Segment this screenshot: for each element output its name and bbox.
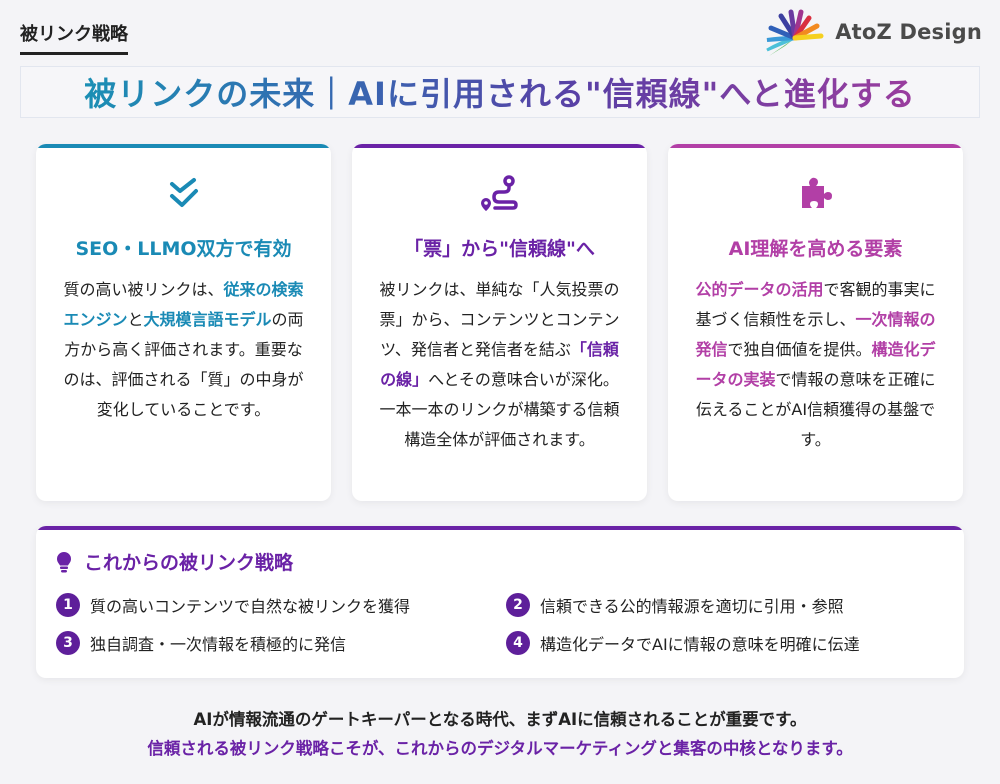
footer-line-1: AIが情報流通のゲートキーパーとなる時代、まずAIに信頼されることが重要です。 (193, 710, 807, 729)
body-text: 被リンクは、単純な「人気投票の票」から、コンテンツとコンテンツ、発信者と発信者を… (379, 280, 620, 359)
number-badge: 4 (506, 631, 530, 655)
card-title: SEO・LLMO双方で有効 (75, 238, 292, 260)
strategy-item-text: 独自調査・一次情報を積極的に発信 (90, 635, 347, 654)
strategy-item-text: 質の高いコンテンツで自然な被リンクを獲得 (90, 597, 411, 616)
card-ai-understanding: AI理解を高める要素 公的データの活用で客観的事実に基づく信頼性を示し、一次情報… (668, 144, 963, 501)
number-badge: 3 (56, 631, 80, 655)
body-text: で独自価値を提供。 (727, 340, 872, 359)
highlight-text: 「信頼の線」 (380, 340, 619, 389)
lightbulb-icon (57, 551, 71, 572)
highlight-text: 大規模言語モデル (143, 310, 272, 329)
card-body: 公的データの活用で客観的事実に基づく信頼性を示し、一次情報の発信で独自価値を提供… (691, 275, 941, 455)
strategy-item-text: 信頼できる公的情報源を適切に引用・参照 (540, 597, 844, 616)
strategy-item-text: 構造化データでAIに情報の意味を明確に伝達 (540, 635, 860, 654)
card-seo-llmo: SEO・LLMO双方で有効 質の高い被リンクは、従来の検索エンジンと大規模言語モ… (36, 144, 331, 501)
title-banner: 被リンクの未来｜AIに引用される"信頼線"へと進化する (20, 66, 980, 118)
highlight-text: 構造化データの実装 (695, 340, 936, 389)
puzzle-piece-icon (796, 174, 836, 214)
number-badge: 2 (506, 593, 530, 617)
logo-text: AtoZ Design (835, 20, 982, 44)
strategy-title: これからの被リンク戦略 (84, 552, 294, 574)
highlight-text: 公的データの活用 (695, 280, 824, 299)
body-text: の両方から高く評価されます。重要なのは、評価される「質」の中身が変化していること… (63, 310, 304, 419)
body-text: と (127, 310, 144, 329)
highlight-text: 従来の検索エンジン (63, 280, 304, 329)
brand-logo: AtoZ Design (765, 8, 982, 56)
strategy-item: 2 信頼できる公的情報源を適切に引用・参照 (506, 592, 946, 618)
footer-message: AIが情報流通のゲートキーパーとなる時代、まずAIに信頼されることが重要です。 … (0, 706, 1000, 764)
body-text: で客観的事実に基づく信頼性を示し、 (695, 280, 936, 329)
footer-line-2: 信頼される被リンク戦略こそが、これからのデジタルマーケティングと集客の中核となり… (147, 739, 853, 758)
card-body: 被リンクは、単純な「人気投票の票」から、コンテンツとコンテンツ、発信者と発信者を… (375, 275, 625, 455)
strategy-list: 1 質の高いコンテンツで自然な被リンクを獲得 2 信頼できる公的情報源を適切に引… (56, 592, 946, 656)
body-text: へとその意味合いが深化。一本一本のリンクが構築する信頼構造全体が評価されます。 (379, 370, 620, 449)
card-body: 質の高い被リンクは、従来の検索エンジンと大規模言語モデルの両方から高く評価されま… (59, 275, 309, 425)
category-label: 被リンク戦略 (20, 20, 128, 55)
card-title: 「票」から"信頼線"へ (404, 238, 595, 260)
strategy-item: 3 独自調査・一次情報を積極的に発信 (56, 630, 506, 656)
feature-cards: SEO・LLMO双方で有効 質の高い被リンクは、従来の検索エンジンと大規模言語モ… (36, 144, 964, 501)
route-icon (480, 174, 520, 214)
page-title: 被リンクの未来｜AIに引用される"信頼線"へと進化する (84, 69, 915, 115)
body-text: 質の高い被リンクは、 (63, 280, 224, 299)
double-check-icon (164, 174, 204, 214)
number-badge: 1 (56, 593, 80, 617)
fan-logo-icon (766, 9, 824, 56)
body-text: で情報の意味を正確に伝えることがAI信頼獲得の基盤です。 (695, 370, 936, 449)
highlight-text: 一次情報の発信 (695, 310, 936, 359)
strategy-item: 1 質の高いコンテンツで自然な被リンクを獲得 (56, 592, 506, 618)
card-title: AI理解を高める要素 (728, 238, 903, 260)
card-vote-to-trust-line: 「票」から"信頼線"へ 被リンクは、単純な「人気投票の票」から、コンテンツとコン… (352, 144, 647, 501)
strategy-item: 4 構造化データでAIに情報の意味を明確に伝達 (506, 630, 946, 656)
strategy-panel: これからの被リンク戦略 1 質の高いコンテンツで自然な被リンクを獲得 2 信頼で… (36, 526, 964, 678)
